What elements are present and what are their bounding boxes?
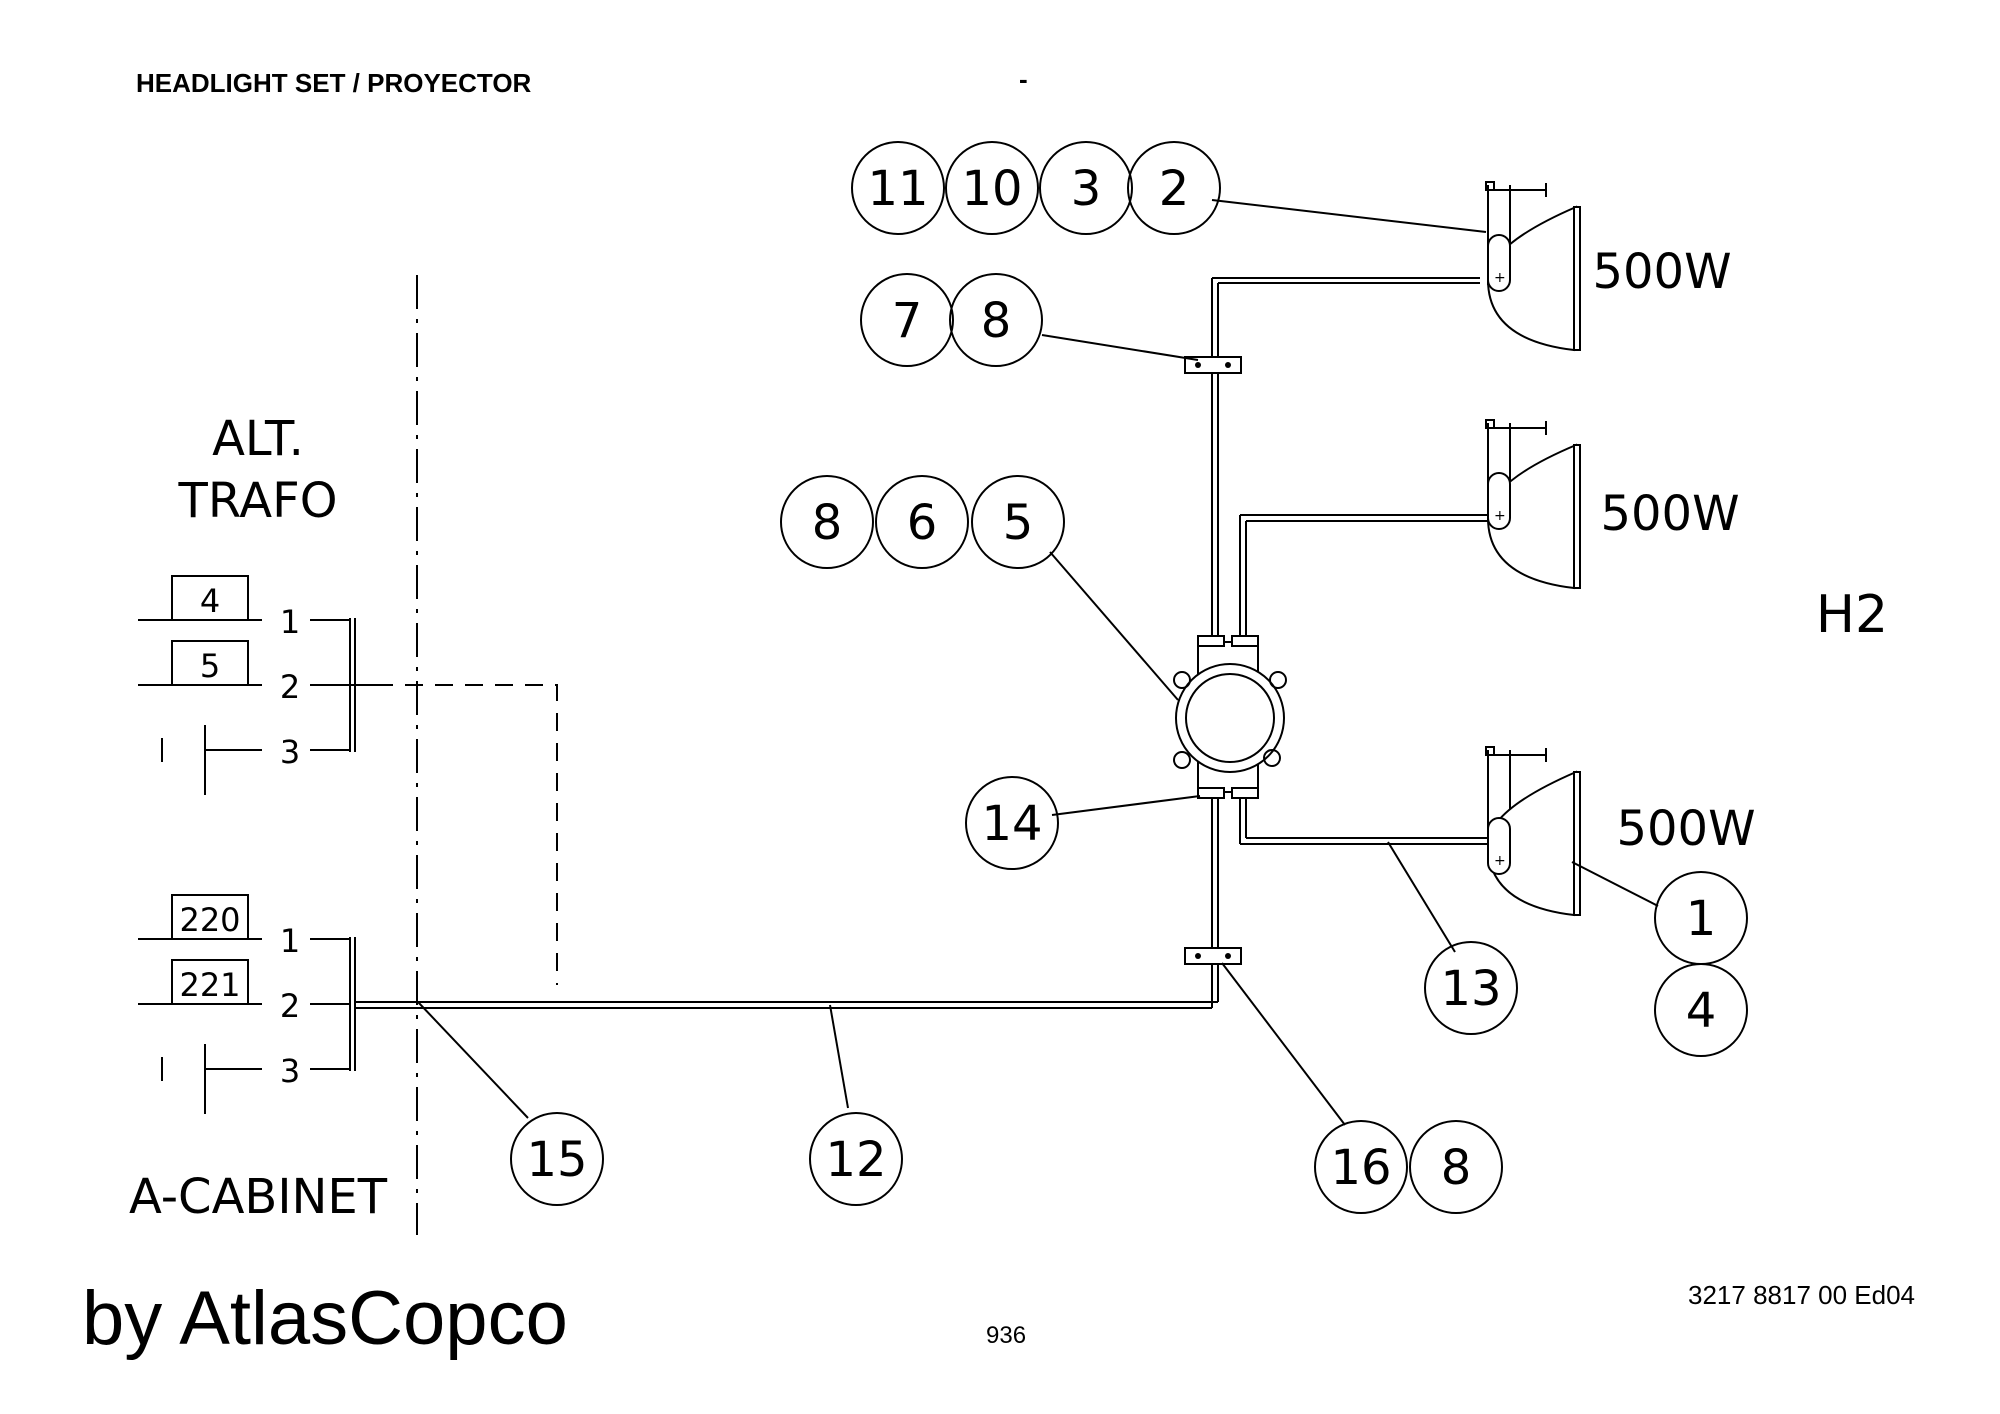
page-title: HEADLIGHT SET / PROYECTOR	[136, 68, 532, 98]
callout-4: 4	[1686, 983, 1717, 1039]
callout-8-bottom: 8	[1441, 1140, 1472, 1196]
headlight-middle	[1485, 419, 1581, 590]
callout-10: 10	[961, 161, 1022, 217]
cabinet-terminal-box-221	[171, 959, 249, 1005]
cable-bracket-top	[1184, 356, 1242, 374]
alt-pin-3: 3	[280, 733, 300, 771]
callout-circles	[510, 141, 1748, 1214]
alt-pin-2: 2	[280, 668, 300, 706]
alt-box-label-top: 4	[200, 582, 220, 620]
cabinet-box-label-bottom: 221	[179, 966, 240, 1004]
headlight-bottom	[1485, 746, 1581, 917]
cable-bracket-bottom	[1184, 947, 1242, 965]
cabinet-pin-1: 1	[280, 922, 300, 960]
cabinet-pin-2: 2	[280, 987, 300, 1025]
headlight-top	[1485, 181, 1581, 352]
callout-8-top: 8	[981, 293, 1012, 349]
callout-8-mid: 8	[812, 495, 843, 551]
alt-trafo-label-line2: TRAFO	[178, 473, 338, 529]
cabinet-box-label-top: 220	[179, 901, 240, 939]
callout-15: 15	[526, 1132, 587, 1188]
cabinet-terminal-block	[138, 894, 356, 1114]
header-center-mark: -	[1019, 64, 1028, 94]
callout-3: 3	[1071, 161, 1102, 217]
alt-pin-1: 1	[280, 603, 300, 641]
alt-terminal-box-4	[171, 575, 249, 621]
page-number: 936	[986, 1322, 1027, 1349]
designation-label: H2	[1816, 585, 1888, 645]
cabinet-terminal-box-220	[171, 894, 249, 940]
callout-11: 11	[867, 161, 928, 217]
callout-12: 12	[825, 1132, 886, 1188]
cable-12	[355, 1001, 1218, 1009]
brand-watermark: by AtlasCopco	[82, 1276, 568, 1361]
svg-text:+: +	[1494, 853, 1506, 869]
alt-box-label-bottom: 5	[200, 647, 220, 685]
alt-trafo-label-line1: ALT.	[212, 411, 304, 467]
cabinet-label: A-CABINET	[129, 1169, 388, 1225]
svg-text:+: +	[1494, 270, 1506, 286]
callout-16: 16	[1330, 1140, 1391, 1196]
callout-14: 14	[981, 796, 1042, 852]
svg-text:+: +	[1494, 508, 1506, 524]
lamp-rating-bottom: 500W	[1616, 801, 1755, 857]
callout-7: 7	[892, 293, 923, 349]
callout-1: 1	[1686, 891, 1717, 947]
callout-13: 13	[1440, 961, 1501, 1017]
leader-lines	[417, 199, 1659, 1126]
callout-5: 5	[1003, 495, 1034, 551]
cable-13	[1239, 795, 1490, 845]
document-number: 3217 8817 00 Ed04	[1688, 1280, 1915, 1310]
lamp-rating-middle: 500W	[1600, 486, 1739, 542]
junction-box	[1173, 635, 1287, 799]
callout-2: 2	[1159, 161, 1190, 217]
dashed-link	[345, 684, 558, 985]
lamp-rating-top: 500W	[1592, 244, 1731, 300]
callout-6: 6	[907, 495, 938, 551]
middle-lamp-feed	[1239, 514, 1490, 645]
cabinet-pin-3: 3	[280, 1052, 300, 1090]
alt-terminal-box-5	[171, 640, 249, 686]
alt-terminal-block	[138, 575, 380, 795]
